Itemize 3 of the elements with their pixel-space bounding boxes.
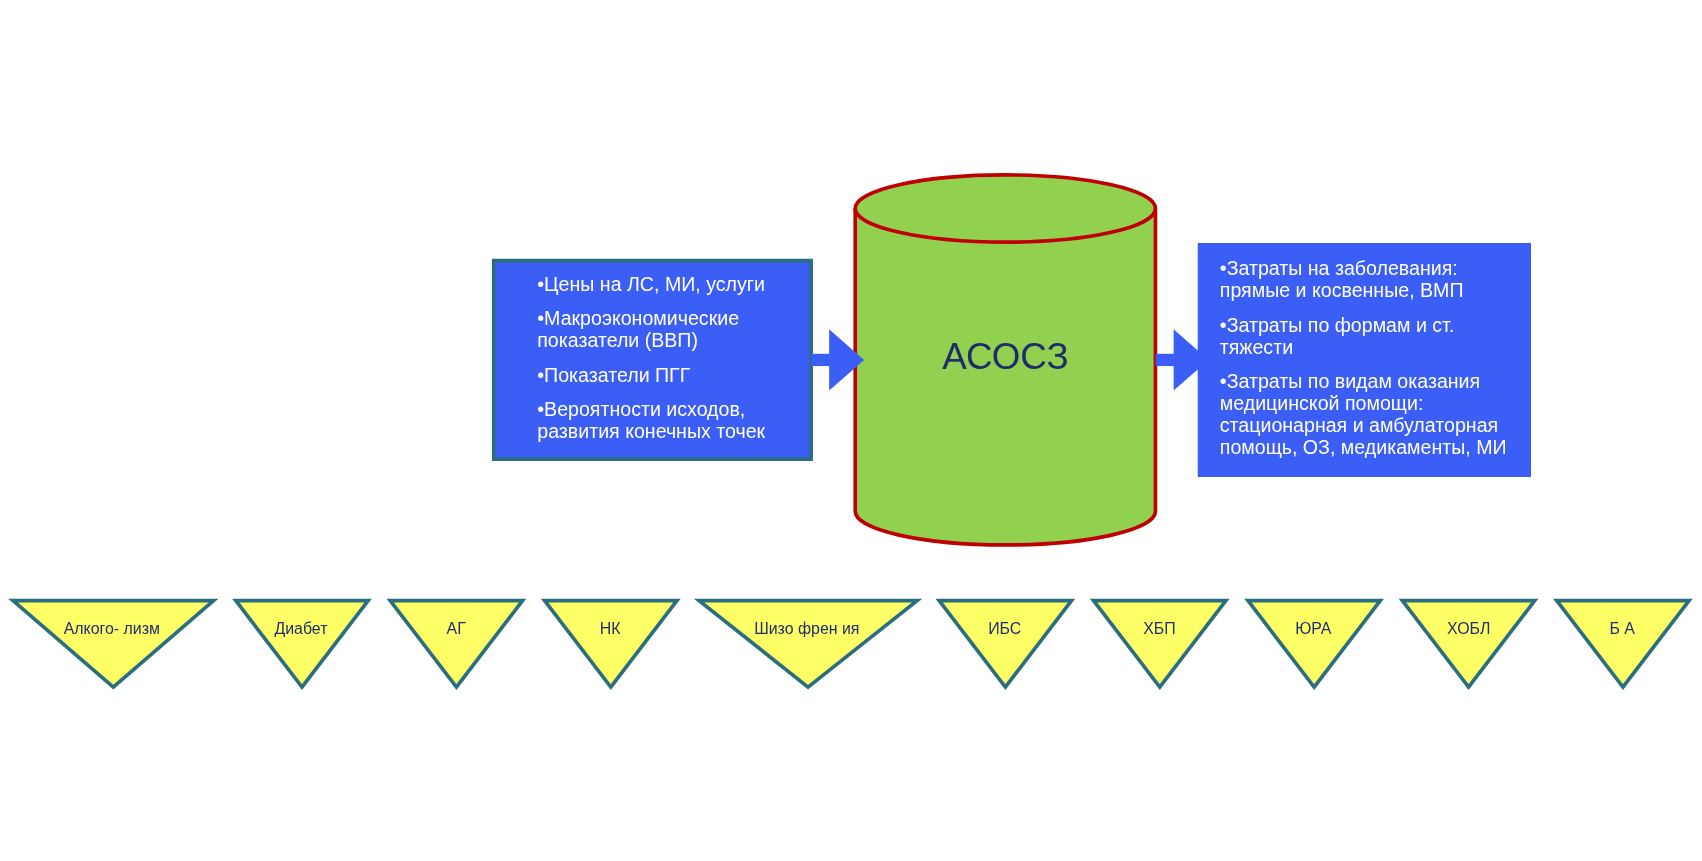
node-box: •Цены на ЛС, МИ, услуги •Макроэкономические показатели (ВВП) •Показатели ПГГ •Вероятности исходов, развития конечных точек bbox=[491, 258, 813, 461]
arrow bbox=[811, 328, 865, 391]
node-box: •Затраты на заболевания: прямые и косвенные, ВМП •Затраты по формам и ст. тяжести •Затраты по видам оказания медицинской помощи: стационарная и амбулаторная помощь, ОЗ, медикаменты, МИ bbox=[1197, 242, 1531, 477]
